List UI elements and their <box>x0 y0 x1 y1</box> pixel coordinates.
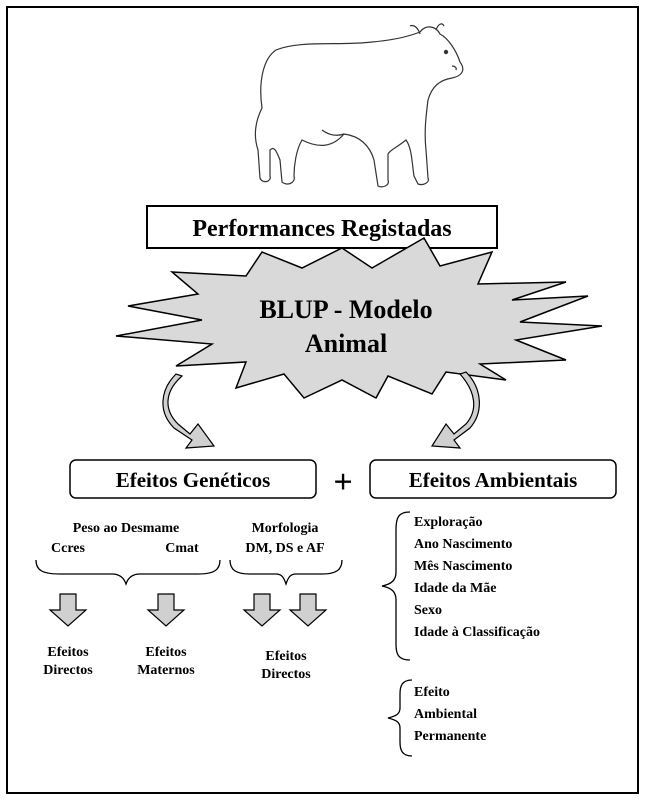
down-arrow-morph2 <box>288 593 328 627</box>
curved-arrow-right <box>430 371 480 449</box>
performances-box <box>146 205 498 249</box>
performances-label: Performances Registadas <box>192 216 451 242</box>
morphology-traits-label: DM, DS e AF <box>245 541 324 556</box>
method-label-line2: Animal <box>305 329 387 358</box>
genetic-effects-box <box>69 459 317 499</box>
curved-arrow-left <box>162 373 216 449</box>
env-factor: Idade da Mãe <box>414 581 496 596</box>
cmat-label: Cmat <box>165 541 199 556</box>
down-arrow-direct1 <box>48 593 88 627</box>
direct-effects-2-line2: Directos <box>261 667 311 682</box>
env-factor: Mês Nascimento <box>414 559 512 574</box>
environmental-effects-box <box>369 459 617 499</box>
env-factors-brace <box>381 511 411 661</box>
method-label-line1: BLUP - Modelo <box>259 295 432 324</box>
env-factor: Exploração <box>414 515 482 530</box>
down-arrow-morph1 <box>242 593 282 627</box>
maternal-effects-line2: Maternos <box>137 663 195 678</box>
direct-effects-1-line2: Directos <box>43 663 93 678</box>
morphology-label: Morfologia <box>252 521 319 536</box>
weaning-weight-label: Peso ao Desmame <box>73 521 180 536</box>
plus-sign: + <box>333 464 352 501</box>
down-arrow-maternal <box>146 593 186 627</box>
genetic-effects-label: Efeitos Genéticos <box>116 468 271 492</box>
figure-frame <box>6 6 639 794</box>
env-factors-list: Exploração Ano Nascimento Mês Nascimento… <box>414 515 540 640</box>
weaning-brace <box>35 559 221 587</box>
environmental-effects-label: Efeitos Ambientais <box>409 468 578 492</box>
cow-illustration <box>254 23 464 188</box>
env-factor: Idade à Classificação <box>414 625 540 640</box>
ccres-label: Ccres <box>51 541 85 556</box>
morphology-brace <box>229 559 343 587</box>
permanent-effect-line3: Permanente <box>414 729 486 744</box>
blup-starburst <box>115 236 603 400</box>
permanent-effect-line2: Ambiental <box>414 707 477 722</box>
env-factor: Ano Nascimento <box>414 537 512 552</box>
maternal-effects-line1: Efeitos <box>145 645 187 660</box>
permanent-effect-brace <box>387 679 413 757</box>
permanent-effect-line1: Efeito <box>414 685 450 700</box>
env-factor: Sexo <box>414 603 442 618</box>
direct-effects-1-line1: Efeitos <box>47 645 89 660</box>
direct-effects-2-line1: Efeitos <box>265 649 307 664</box>
